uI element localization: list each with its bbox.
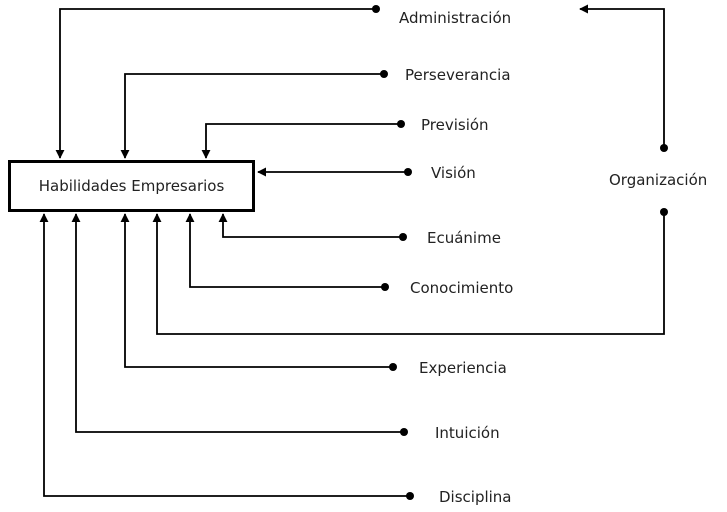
connector-ecuanime — [218, 213, 403, 238]
connector-organizacion-lower — [152, 212, 665, 335]
dot-ecuanime — [399, 233, 407, 241]
central-box: Habilidades Empresarios — [8, 160, 255, 212]
label-disciplina: Disciplina — [439, 488, 512, 506]
dot-organizacion-top — [660, 144, 668, 152]
dot-conocimiento — [381, 283, 389, 291]
dot-disciplina — [406, 492, 414, 500]
label-perseverancia: Perseverancia — [405, 66, 511, 84]
connector-perseverancia — [120, 73, 384, 159]
dot-administracion — [372, 5, 380, 13]
connector-organizacion-upper — [579, 4, 665, 148]
label-vision: Visión — [431, 164, 476, 182]
dot-experiencia — [389, 363, 397, 371]
dot-vision — [404, 168, 412, 176]
label-intuicion: Intuición — [435, 424, 500, 442]
dot-intuicion — [400, 428, 408, 436]
connector-prevision — [201, 123, 401, 159]
connector-experiencia — [120, 213, 393, 368]
central-box-label: Habilidades Empresarios — [38, 177, 225, 195]
label-conocimiento: Conocimiento — [410, 279, 514, 297]
connector-intuicion — [71, 213, 404, 433]
dot-organizacion-bottom — [660, 208, 668, 216]
connector-conocimiento — [185, 213, 385, 288]
label-organizacion: Organización — [609, 171, 708, 189]
connector-administracion — [55, 8, 376, 159]
label-administracion: Administración — [399, 9, 512, 27]
dot-prevision — [397, 120, 405, 128]
label-ecuanime: Ecuánime — [427, 229, 501, 247]
connector-disciplina — [39, 213, 410, 497]
dot-perseverancia — [380, 70, 388, 78]
label-prevision: Previsión — [421, 116, 489, 134]
label-experiencia: Experiencia — [419, 359, 507, 377]
